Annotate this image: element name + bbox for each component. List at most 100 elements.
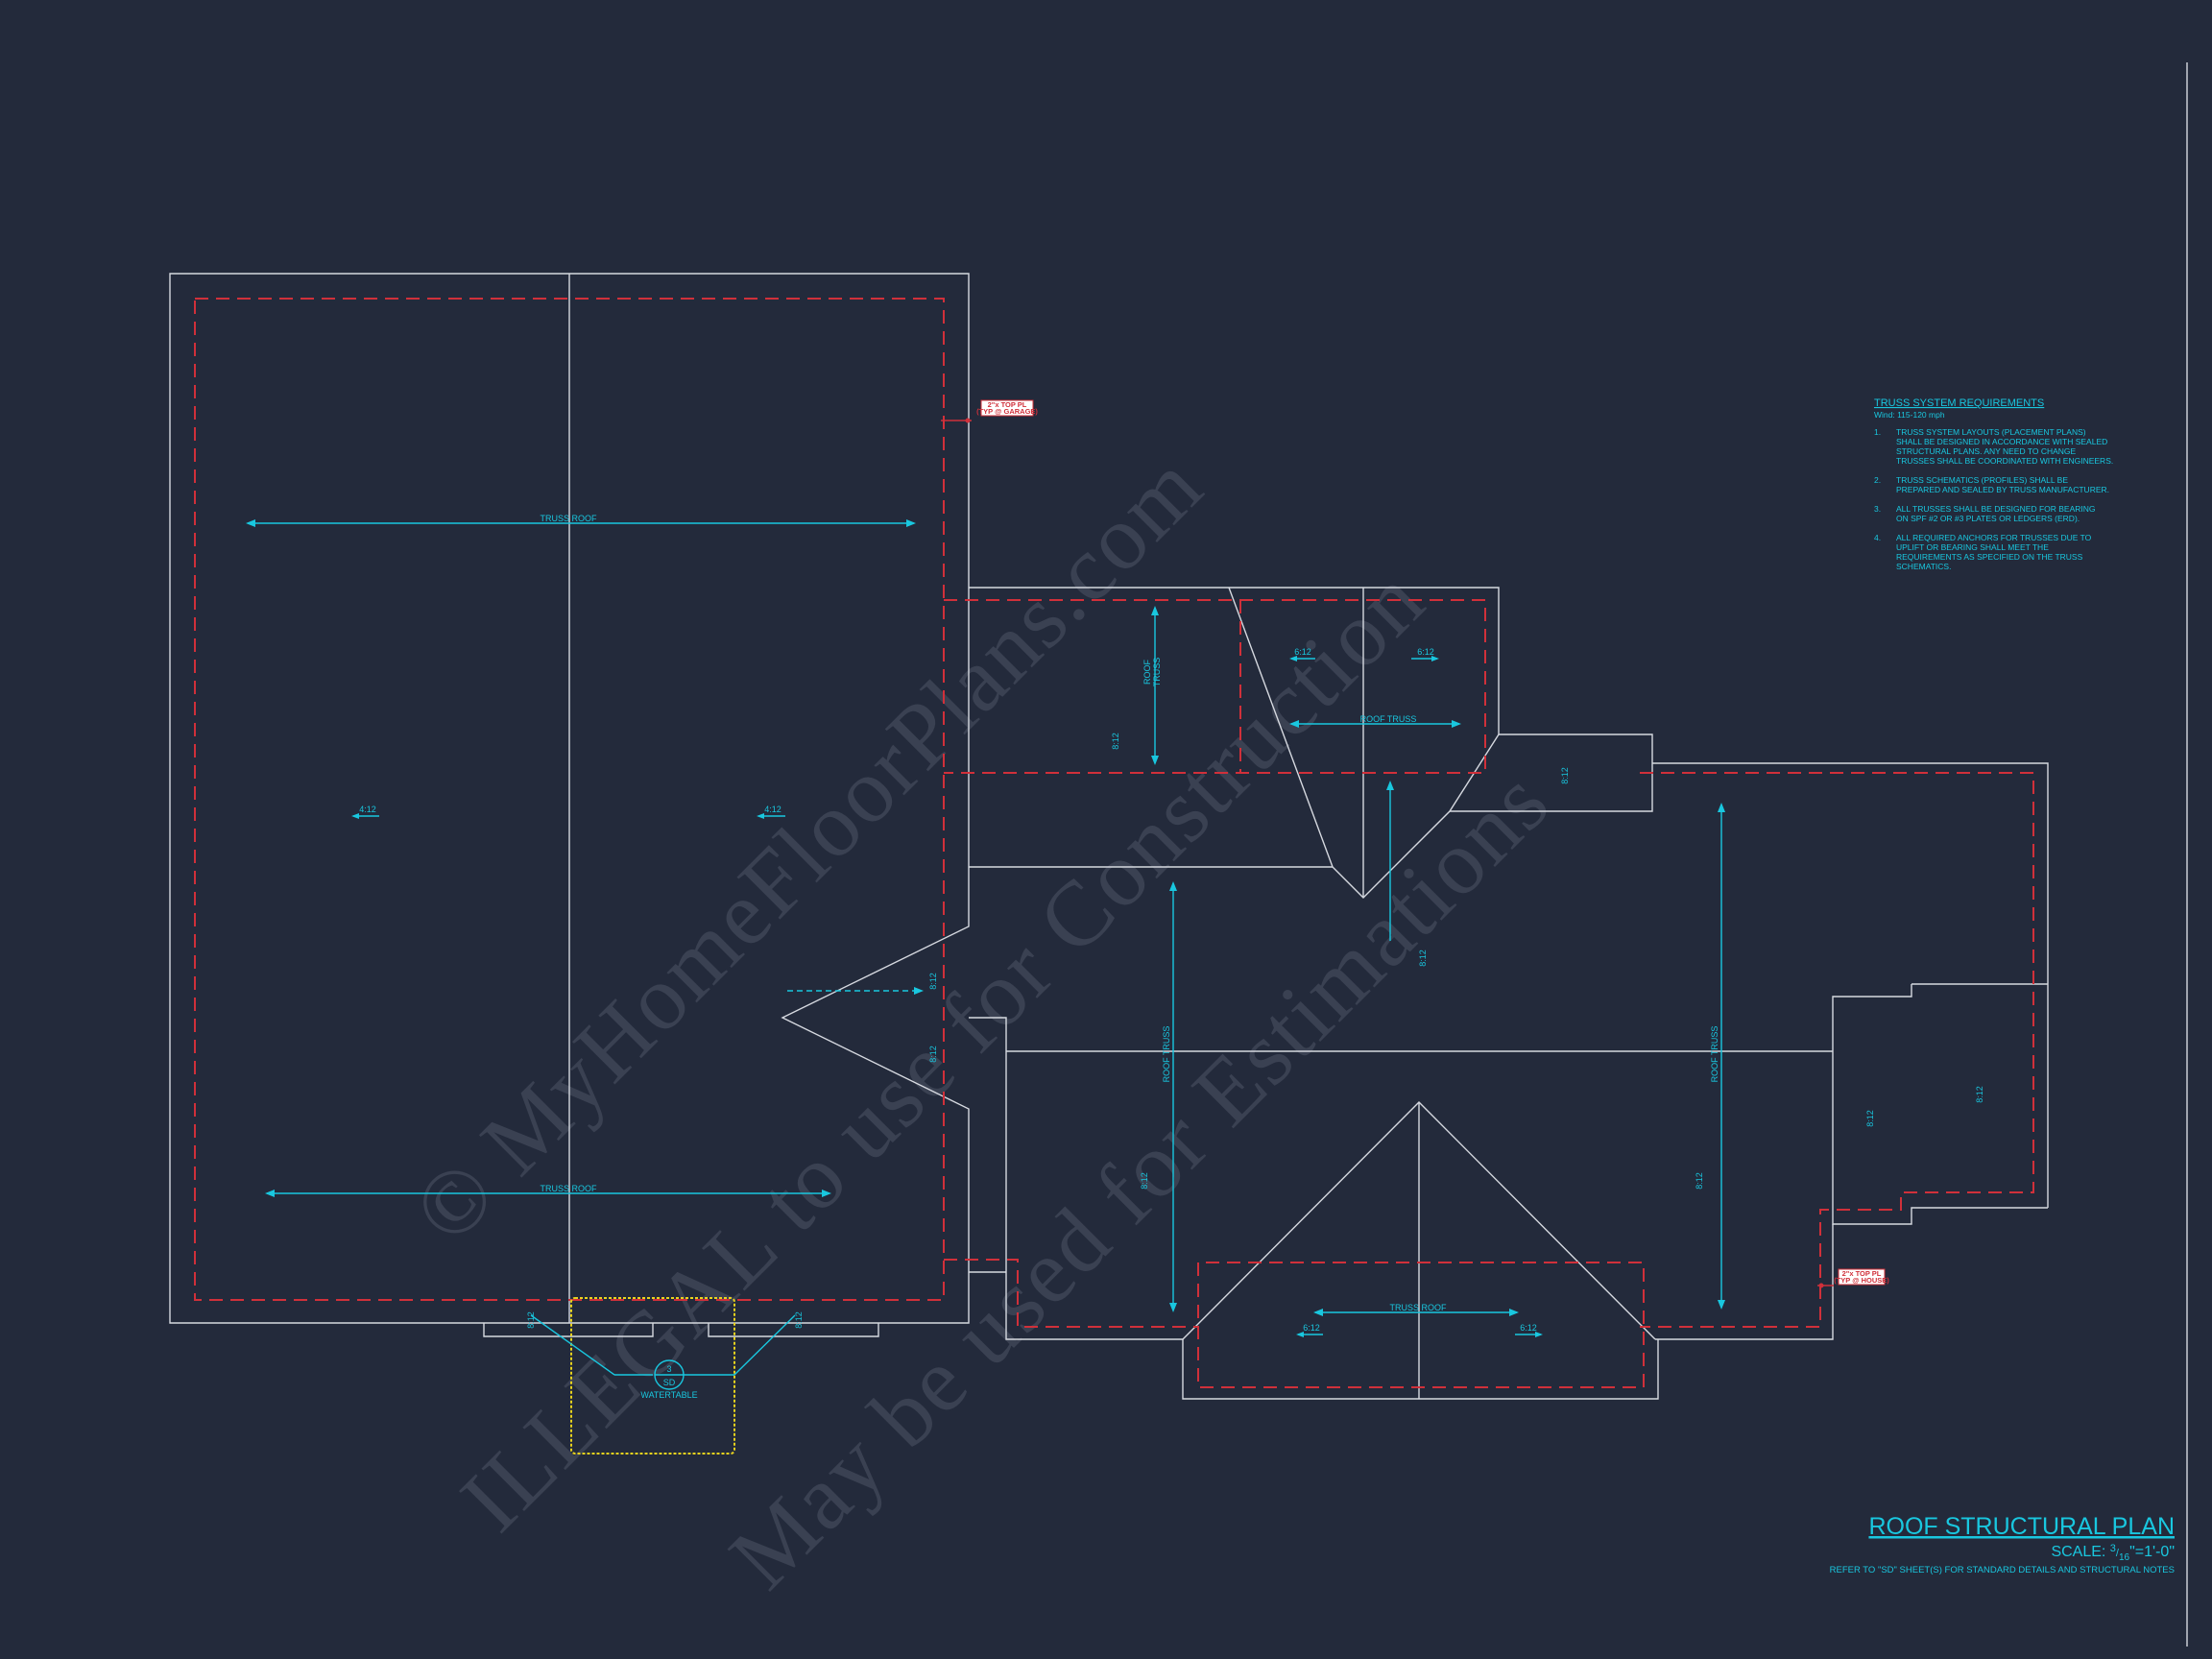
arrow-head bbox=[1535, 1332, 1543, 1337]
garage-roof-outline bbox=[169, 273, 970, 1324]
detail-caption: WATERTABLE bbox=[640, 1390, 697, 1400]
arrow-head bbox=[1151, 606, 1159, 615]
note-number: 2. bbox=[1874, 475, 1881, 485]
arrow-head bbox=[757, 813, 764, 819]
pitch-upper-wing-west: 8:12 bbox=[1111, 733, 1120, 750]
note-line: STRUCTURAL PLANS. ANY NEED TO CHANGE bbox=[1896, 446, 2077, 456]
arrow-head bbox=[1289, 720, 1299, 728]
note-line: ALL REQUIRED ANCHORS FOR TRUSSES DUE TO bbox=[1896, 533, 2092, 542]
pitch-front-right: 6:12 bbox=[1520, 1323, 1537, 1333]
truss-roof-label-bottom: TRUSS ROOF bbox=[540, 1184, 597, 1193]
note-number: 3. bbox=[1874, 504, 1881, 514]
arrow-head bbox=[246, 519, 255, 527]
upper-wing-outline bbox=[969, 587, 1500, 734]
house-south-east bbox=[1655, 1224, 1834, 1340]
truss-requirements-notes: TRUSS SYSTEM REQUIREMENTS Wind: 115-120 … bbox=[1874, 397, 2113, 571]
truss-requirements-heading: TRUSS SYSTEM REQUIREMENTS bbox=[1874, 397, 2044, 409]
truss-requirements-wind: Wind: 115-120 mph bbox=[1874, 410, 1945, 420]
pitch-front-left: 6:12 bbox=[1303, 1323, 1320, 1333]
arrow-head bbox=[351, 813, 359, 819]
arrow-head bbox=[1718, 803, 1725, 812]
porch-step-right bbox=[708, 1323, 879, 1337]
tag-house-box bbox=[1838, 1268, 1886, 1286]
arrow-head bbox=[1431, 656, 1439, 661]
plan-scale: SCALE: 3/16"=1'-0" bbox=[2051, 1543, 2175, 1563]
note-line: TRUSS SCHEMATICS (PROFILES) SHALL BE bbox=[1896, 475, 2068, 485]
garage-bearing-wall bbox=[194, 298, 945, 1301]
arrow-head bbox=[1169, 1303, 1177, 1312]
pitch-upper-wing-b: 6:12 bbox=[1417, 647, 1434, 657]
watertable-detail: 3 SD WATERTABLE bbox=[530, 1297, 796, 1455]
house-east-outline bbox=[1652, 762, 2049, 1208]
truss-roof-label-front: TRUSS ROOF bbox=[1389, 1303, 1447, 1312]
arrow-head bbox=[1452, 720, 1461, 728]
arrow-head bbox=[1386, 781, 1394, 790]
roof-outline bbox=[169, 273, 2049, 1400]
arrow-head bbox=[906, 519, 916, 527]
roof-truss-label-upper: ROOF TRUSS bbox=[1360, 714, 1417, 724]
tag-garage-box bbox=[980, 399, 1034, 417]
detail-leader-left bbox=[530, 1314, 615, 1376]
roof-truss-label-east: ROOF TRUSS bbox=[1710, 1026, 1719, 1083]
note-line: REQUIREMENTS AS SPECIFIED ON THE TRUSS bbox=[1896, 552, 2083, 562]
title-block: ROOF STRUCTURAL PLAN SCALE: 3/16"=1'-0" … bbox=[1830, 1513, 2175, 1575]
house-bearing-wall bbox=[1640, 772, 2034, 1328]
truss-roof-label-top: TRUSS ROOF bbox=[540, 514, 597, 523]
note-number: 1. bbox=[1874, 427, 1881, 437]
bearing-walls bbox=[194, 298, 2034, 1388]
arrow-head bbox=[1296, 1332, 1304, 1337]
arrow-head bbox=[265, 1190, 275, 1197]
pitch-notch-upper: 8:12 bbox=[928, 973, 938, 990]
house-east-step bbox=[1832, 984, 2048, 1225]
upper-wing-bearing-wall bbox=[944, 599, 1486, 774]
scale-numerator: 3 bbox=[2110, 1543, 2116, 1554]
pitch-porch-right: 8:12 bbox=[794, 1311, 804, 1329]
arrow-head bbox=[1169, 881, 1177, 891]
roof-truss-stack-1: ROOF bbox=[1142, 659, 1152, 685]
note-line: SHALL BE DESIGNED IN ACCORDANCE WITH SEA… bbox=[1896, 437, 2107, 446]
plan-title: ROOF STRUCTURAL PLAN bbox=[1868, 1513, 2175, 1540]
central-bearing-wall bbox=[944, 1259, 1198, 1328]
note-line: TRUSSES SHALL BE COORDINATED WITH ENGINE… bbox=[1896, 456, 2113, 466]
pitch-porch-left: 8:12 bbox=[526, 1311, 536, 1329]
arrow-head bbox=[914, 987, 924, 995]
note-line: SCHEMATICS. bbox=[1896, 562, 1951, 571]
tag-garage-line-2: (TYP @ GARAGE) bbox=[976, 407, 1038, 416]
pitch-label-garage-right: 4:12 bbox=[764, 805, 781, 814]
refer-note: REFER TO "SD" SHEET(S) FOR STANDARD DETA… bbox=[1830, 1565, 2175, 1575]
detail-number: 3 bbox=[666, 1364, 671, 1374]
tag-house: 2"x TOP PL (TYP @ HOUSE) bbox=[1817, 1268, 1889, 1288]
arrow-head bbox=[822, 1190, 831, 1197]
tag-house-dot bbox=[1818, 1283, 1824, 1288]
scale-prefix: SCALE: bbox=[2051, 1544, 2109, 1560]
roof-truss-label-west: ROOF TRUSS bbox=[1162, 1026, 1171, 1083]
pitch-central-east: 8:12 bbox=[1695, 1172, 1704, 1190]
tag-garage-dot bbox=[965, 418, 971, 423]
note-number: 4. bbox=[1874, 533, 1881, 542]
note-line: TRUSS SYSTEM LAYOUTS (PLACEMENT PLANS) bbox=[1896, 427, 2086, 437]
note-line: ALL TRUSSES SHALL BE DESIGNED FOR BEARIN… bbox=[1896, 504, 2096, 514]
note-line: UPLIFT OR BEARING SHALL MEET THE bbox=[1896, 542, 2049, 552]
tag-house-line-1: 2"x TOP PL bbox=[1842, 1269, 1882, 1278]
detail-sheet: SD bbox=[663, 1378, 676, 1387]
tag-garage-line-1: 2"x TOP PL bbox=[988, 400, 1027, 409]
annotations: TRUSS ROOF TRUSS ROOF 4:12 4:12 8:12 8:1… bbox=[246, 514, 1984, 1337]
watertable-highlight-box bbox=[570, 1297, 735, 1455]
front-gable-outline bbox=[1182, 1339, 1659, 1400]
roof-truss-stack-2: TRUSS bbox=[1152, 658, 1162, 687]
arrow-head bbox=[1313, 1309, 1323, 1316]
truss-requirements-list: 1. TRUSS SYSTEM LAYOUTS (PLACEMENT PLANS)… bbox=[1874, 427, 2113, 571]
note-line: PREPARED AND SEALED BY TRUSS MANUFACTURE… bbox=[1896, 485, 2109, 494]
pitch-label-garage-left: 4:12 bbox=[359, 805, 376, 814]
front-gable-bearing-wall bbox=[1197, 1262, 1645, 1388]
arrow-head bbox=[1718, 1300, 1725, 1310]
tag-garage: 2"x TOP PL (TYP @ GARAGE) bbox=[941, 399, 1038, 423]
arrow-head bbox=[1151, 756, 1159, 765]
pitch-upper-wing-a: 6:12 bbox=[1294, 647, 1311, 657]
pitch-central-west: 8:12 bbox=[1140, 1172, 1149, 1190]
arrow-head bbox=[1509, 1309, 1519, 1316]
scale-suffix: "=1'-0" bbox=[2129, 1544, 2175, 1560]
pitch-east-step: 8:12 bbox=[1865, 1110, 1875, 1127]
porch-step-left bbox=[483, 1323, 654, 1337]
pitch-bump: 8:12 bbox=[1560, 767, 1570, 784]
